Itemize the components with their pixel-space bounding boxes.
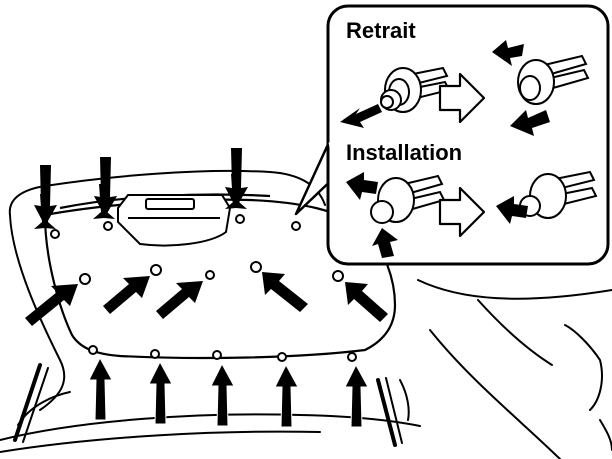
middle-row-arrows xyxy=(25,272,388,326)
hollow-arrow-icon xyxy=(438,72,486,124)
arrow-icon xyxy=(344,363,369,428)
clip-icon xyxy=(517,54,590,105)
top-row-arrow-shapes xyxy=(34,148,248,226)
clip-holes xyxy=(50,214,357,362)
arrow-icon xyxy=(34,165,57,226)
arrow-icon xyxy=(496,196,528,224)
arrow-icon xyxy=(88,356,113,421)
installation-label: Installation xyxy=(346,140,462,165)
removal-label: Retrait xyxy=(346,18,416,43)
clip-icon xyxy=(519,170,598,219)
arrow-icon xyxy=(210,362,235,427)
dome-light xyxy=(117,194,232,247)
arrow-icon xyxy=(25,284,78,326)
vehicle-body xyxy=(0,169,612,459)
arrow-icon xyxy=(225,148,248,208)
arrow-icon xyxy=(103,276,150,314)
arrow-icon xyxy=(345,282,388,322)
arrow-icon xyxy=(156,281,203,319)
arrow-icon xyxy=(492,40,524,66)
arrow-icon xyxy=(148,360,173,425)
arrow-icon xyxy=(346,172,378,200)
inset-callout: Retrait Installation xyxy=(294,4,610,266)
arrow-icon xyxy=(94,157,117,217)
arrow-icon xyxy=(372,228,398,258)
arrow-icon xyxy=(262,272,308,312)
arrow-icon xyxy=(274,363,299,428)
bottom-row-arrows xyxy=(88,356,369,428)
hollow-arrow-icon xyxy=(438,186,486,238)
arrow-icon xyxy=(340,104,382,128)
arrow-icon xyxy=(510,110,550,136)
clip-icon xyxy=(380,66,451,113)
clip-icon xyxy=(370,174,446,224)
